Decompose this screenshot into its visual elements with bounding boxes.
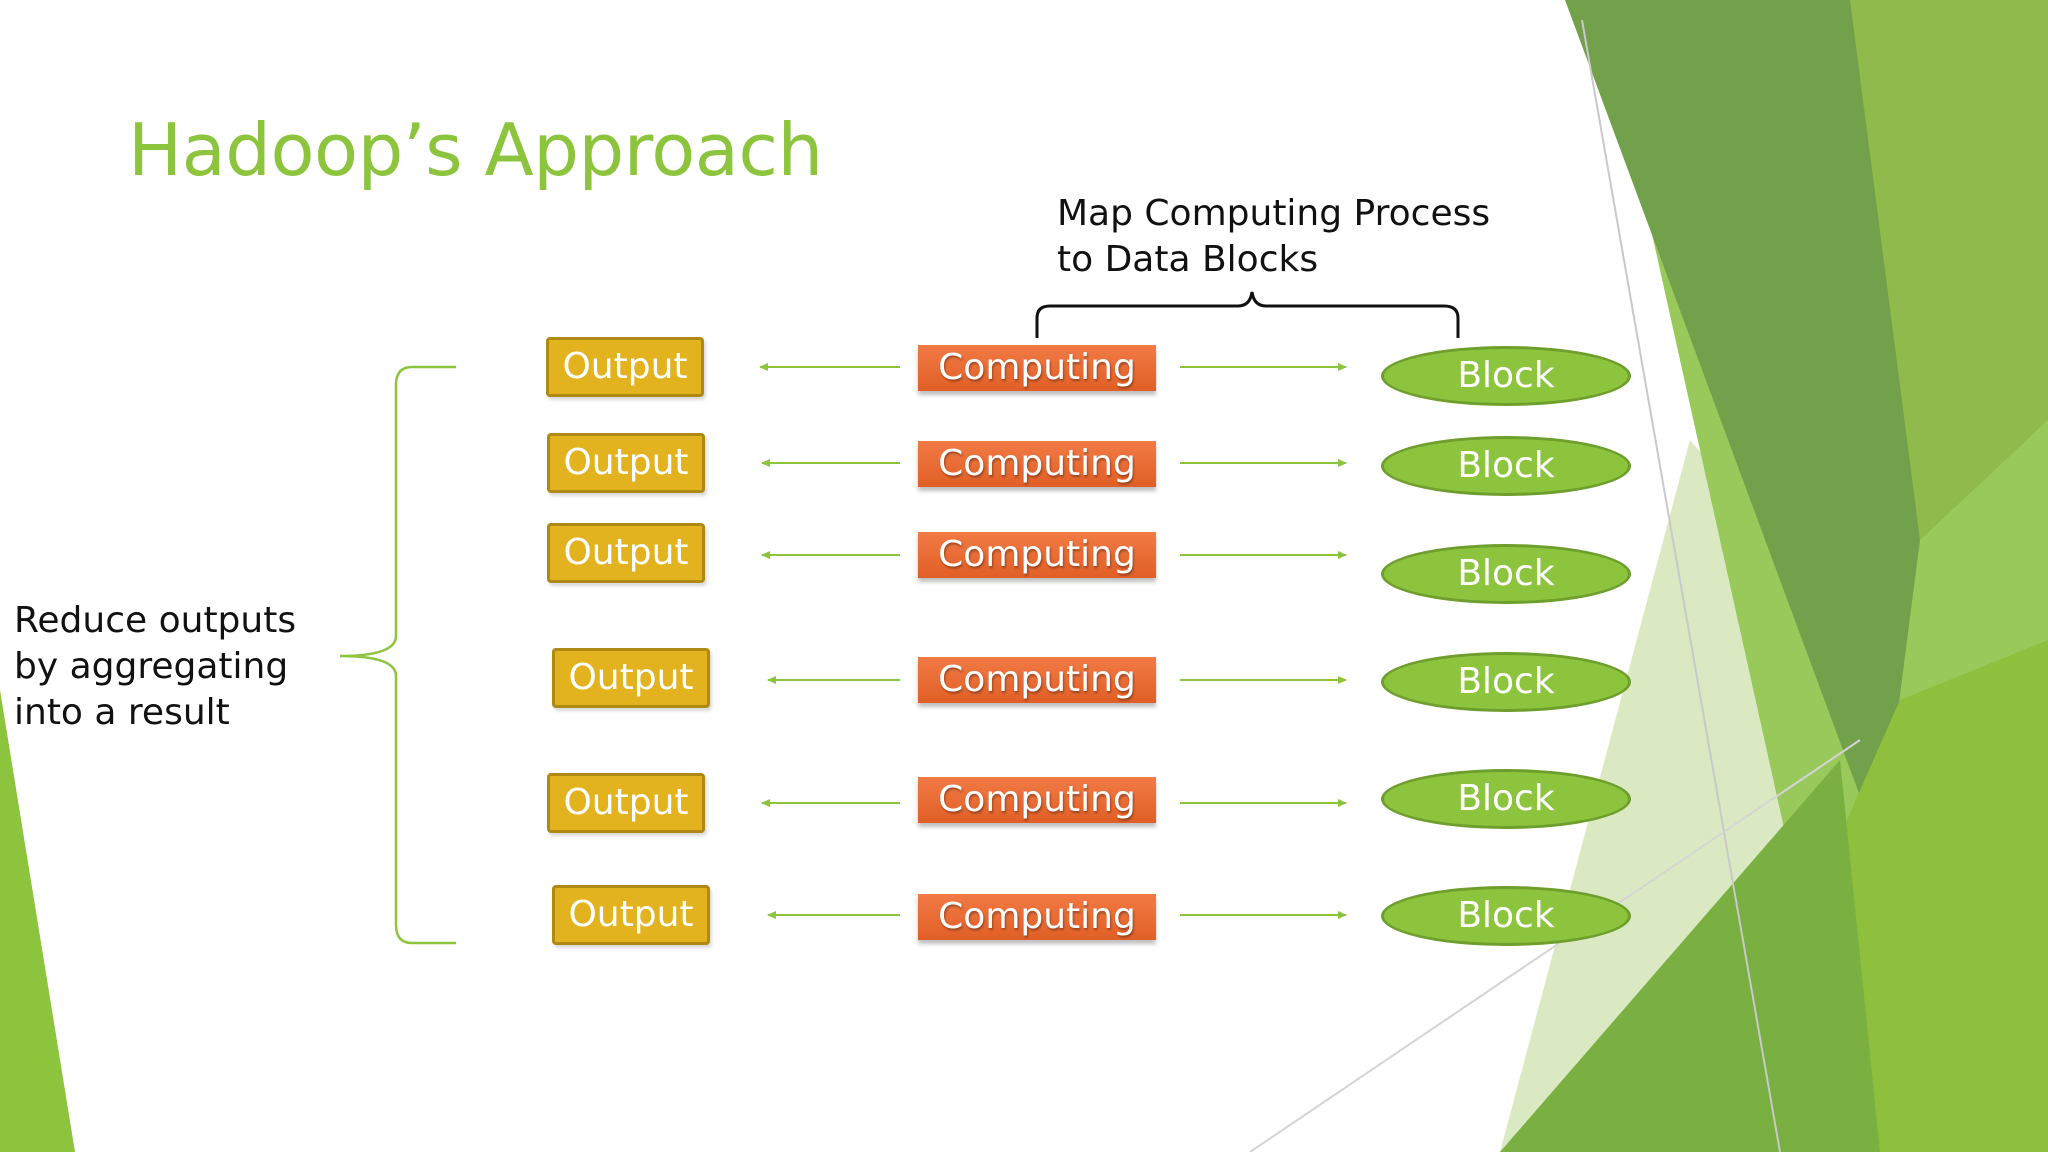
- block-ellipse: Block: [1381, 769, 1631, 829]
- left-green-facet: [0, 690, 75, 1152]
- block-ellipse: Block: [1381, 544, 1631, 604]
- reduce-label-line-1: Reduce outputs: [14, 600, 297, 641]
- reduce-label-line-2: by aggregating: [14, 646, 289, 687]
- map-label: Map Computing Process to Data Blocks: [1057, 191, 1490, 283]
- map-label-line-1: Map Computing Process: [1057, 193, 1491, 234]
- thin-line-1: [1581, 19, 1781, 1152]
- block-ellipse: Block: [1381, 886, 1631, 946]
- block-ellipse: Block: [1381, 436, 1631, 496]
- right-olive-facet: [1850, 0, 2048, 540]
- reduce-brace: [339, 365, 456, 945]
- reduce-label: Reduce outputs by aggregating into a res…: [14, 598, 296, 736]
- reduce-label-line-3: into a result: [14, 692, 230, 733]
- computing-box: Computing: [918, 777, 1156, 823]
- computing-box: Computing: [918, 345, 1156, 391]
- output-box: Output: [552, 648, 710, 708]
- computing-box: Computing: [918, 894, 1156, 940]
- output-box: Output: [546, 337, 704, 397]
- output-box: Output: [547, 433, 705, 493]
- map-label-line-2: to Data Blocks: [1057, 239, 1319, 280]
- right-bottom-dark-facet: [1500, 760, 1880, 1152]
- output-box: Output: [547, 773, 705, 833]
- computing-box: Computing: [918, 441, 1156, 487]
- block-ellipse: Block: [1381, 652, 1631, 712]
- thin-line-2: [1249, 739, 1861, 1152]
- map-brace: [1035, 291, 1460, 338]
- output-box: Output: [552, 885, 710, 945]
- block-ellipse: Block: [1381, 346, 1631, 406]
- output-box: Output: [547, 523, 705, 583]
- computing-box: Computing: [918, 532, 1156, 578]
- computing-box: Computing: [918, 657, 1156, 703]
- slide-title: Hadoop’s Approach: [128, 108, 823, 192]
